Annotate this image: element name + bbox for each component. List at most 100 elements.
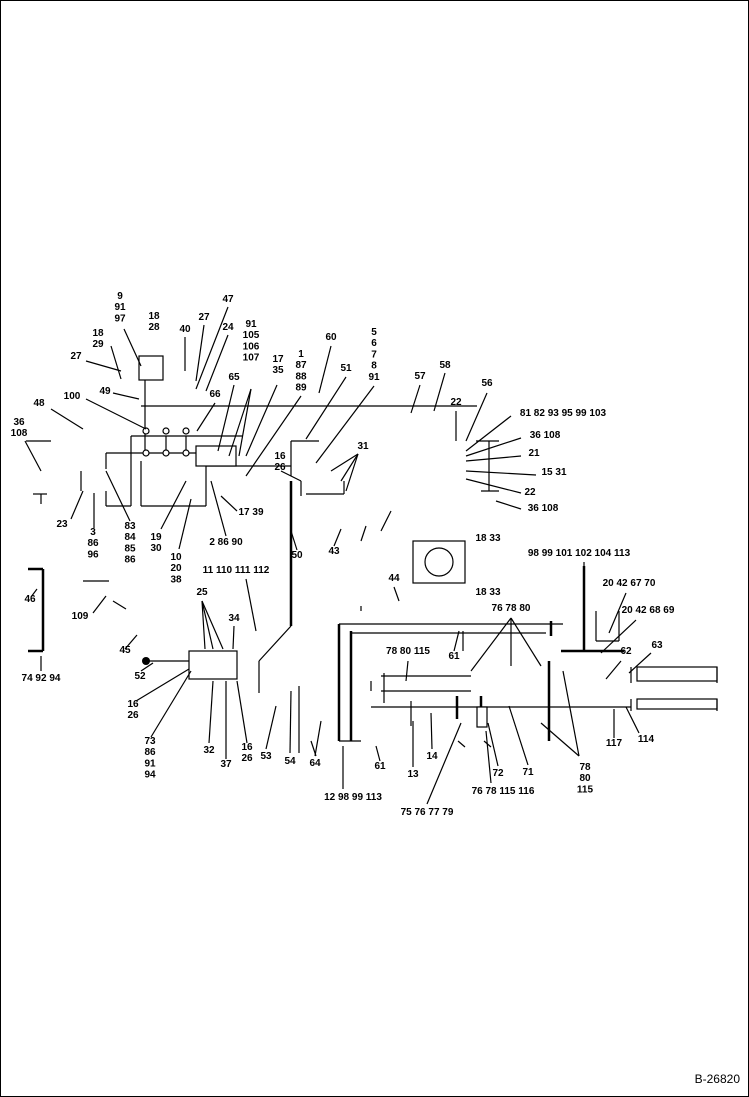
callout-label: 57 (414, 371, 426, 382)
callout-label: 20 42 67 70 (603, 578, 656, 589)
callout-number: 62 (620, 646, 632, 657)
callout-number: 32 (203, 745, 215, 756)
connector-blocks (138, 355, 466, 680)
callout-number: 65 (228, 372, 240, 383)
callout-number: 16 (274, 451, 286, 462)
callout-number: 80 (579, 773, 591, 784)
callout-label: 17 39 (238, 507, 263, 518)
leader-lines (24, 306, 652, 805)
callout-number: 109 (72, 611, 89, 622)
left-parts (26, 440, 127, 653)
callout-number: 91 (245, 319, 257, 330)
callout-number: 50 (291, 550, 303, 561)
callout-number: 34 (228, 613, 240, 624)
callout-number: 91 (368, 372, 380, 383)
callout-number: 57 (414, 371, 426, 382)
callout-label: 48 (33, 398, 45, 409)
callout-number: 51 (340, 363, 352, 374)
callout-number: 18 33 (475, 587, 500, 598)
callout-number: 24 (222, 322, 234, 333)
callout-number: 52 (134, 671, 146, 682)
callout-label: 65 (228, 372, 240, 383)
callout-number: 35 (272, 365, 284, 376)
callout-number: 6 (371, 338, 377, 349)
callout-label: 109 (72, 611, 89, 622)
callout-label: 20 42 68 69 (622, 605, 675, 616)
callout-label: 76 78 115 116 (472, 786, 535, 797)
callout-label: 31 (357, 441, 369, 452)
callout-label: 62 (620, 646, 632, 657)
callout-label: 66 (209, 389, 221, 400)
callout-number: 71 (522, 767, 534, 778)
callout-number: 100 (64, 391, 81, 402)
callout-number: 66 (209, 389, 221, 400)
callout-number: 36 (13, 417, 25, 428)
callout-label: 54 (284, 756, 296, 767)
callout-label: 13 (407, 769, 419, 780)
callout-label: 11 110 111 112 (203, 565, 270, 576)
callout-number: 3 (90, 527, 96, 538)
callout-label: 63 (651, 640, 663, 651)
callout-number: 98 99 101 102 104 113 (528, 548, 631, 559)
callout-label: 24 (222, 322, 234, 333)
callout-number: 108 (11, 428, 28, 439)
callout-label: 76 78 80 (492, 603, 531, 614)
callout-number: 73 (144, 736, 156, 747)
callout-number: 61 (374, 761, 386, 772)
callout-number: 2 86 90 (209, 537, 243, 548)
callout-number: 53 (260, 751, 272, 762)
callout-number: 84 (124, 532, 136, 543)
callout-number: 37 (220, 759, 232, 770)
callout-number: 1 (298, 349, 304, 360)
callout-number: 61 (448, 651, 460, 662)
callout-number: 106 (243, 341, 260, 352)
callout-number: 20 42 67 70 (603, 578, 656, 589)
callout-label: 53 (260, 751, 272, 762)
callout-number: 72 (492, 768, 504, 779)
callout-number: 5 (371, 327, 377, 338)
callout-number: 40 (179, 324, 191, 335)
callout-number: 105 (243, 330, 260, 341)
callout-number: 22 (450, 397, 462, 408)
callout-number: 64 (309, 758, 321, 769)
callout-label: 74 92 94 (22, 673, 61, 684)
callout-number: 81 82 93 95 99 103 (520, 408, 607, 419)
callout-label: 2 86 90 (209, 537, 243, 548)
callout-label: 46 (24, 594, 36, 605)
callout-label: 49 (99, 386, 111, 397)
callout-number: 27 (198, 312, 210, 323)
callout-number: 15 31 (541, 467, 566, 478)
callout-number: 54 (284, 756, 296, 767)
callout-label: 72 (492, 768, 504, 779)
callout-number: 20 (170, 563, 182, 574)
callout-label: 61 (374, 761, 386, 772)
callout-number: 10 (170, 552, 182, 563)
callout-number: 8 (371, 361, 377, 372)
callout-number: 46 (24, 594, 36, 605)
callout-number: 76 78 115 116 (472, 786, 535, 797)
callout-number: 58 (439, 360, 451, 371)
callout-label: 44 (388, 573, 400, 584)
callout-label: 56 (481, 378, 493, 389)
callout-label: 27 (198, 312, 210, 323)
callout-number: 18 (148, 311, 160, 322)
callout-label: 15 31 (541, 467, 566, 478)
callout-number: 26 (274, 462, 286, 473)
callout-number: 78 80 115 (386, 646, 430, 657)
callout-number: 16 (127, 699, 139, 710)
callout-label: 52 (134, 671, 146, 682)
callout-label: 64 (309, 758, 321, 769)
callout-number: 89 (295, 383, 307, 394)
callout-label: 36 108 (528, 503, 559, 514)
callout-number: 107 (243, 353, 260, 364)
callout-number: 9 (117, 291, 123, 302)
callout-number: 91 (114, 302, 126, 313)
callout-number: 36 108 (530, 430, 561, 441)
